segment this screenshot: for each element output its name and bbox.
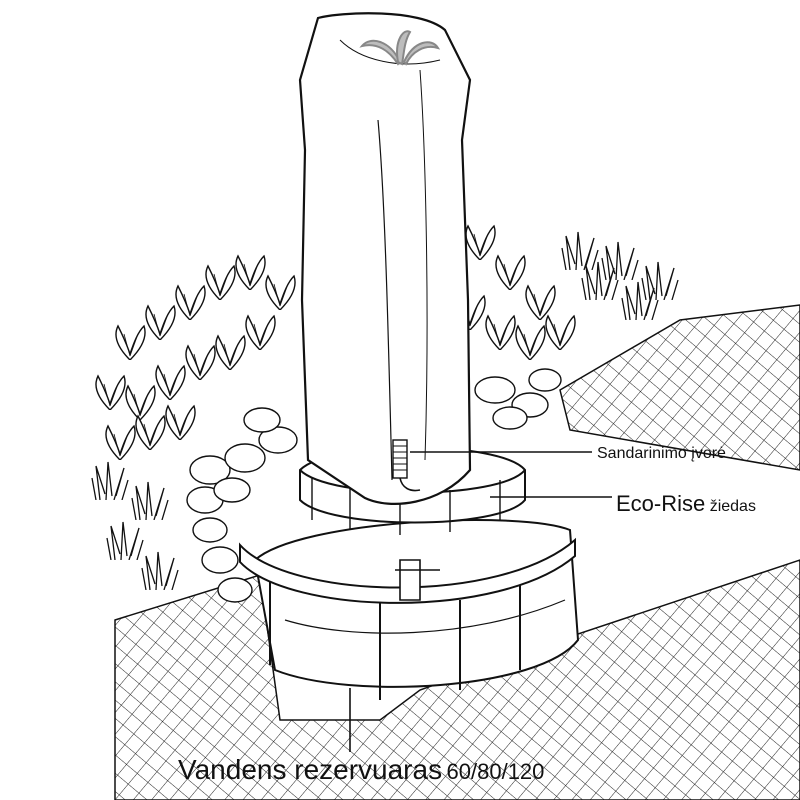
grass-tuft (141, 551, 179, 590)
leaf-cluster (485, 315, 516, 350)
label-water-reservoir: Vandens rezervuaras 60/80/120 (178, 756, 544, 784)
water-reservoir (239, 519, 580, 700)
pump-fitting (395, 559, 440, 601)
decorative-stones (186, 368, 562, 603)
grass-tuft (106, 521, 144, 560)
leaf-cluster (175, 285, 206, 320)
grass-tuft (561, 231, 599, 270)
leaf-cluster (525, 285, 556, 320)
leaf-cluster (115, 325, 146, 360)
leaf-cluster (145, 305, 176, 340)
leaf-cluster (515, 325, 546, 360)
leaf-cluster (185, 345, 216, 380)
leaf-cluster (495, 255, 526, 290)
water-jet (359, 30, 441, 66)
grass-tuft (601, 241, 639, 280)
leaf-cluster (215, 335, 246, 370)
sealing-bushing (392, 439, 421, 492)
label-eco-rise-name: Eco-Rise (616, 491, 706, 516)
leaf-cluster (545, 315, 576, 350)
label-reservoir-sizes: 60/80/120 (446, 759, 545, 784)
label-reservoir-name: Vandens rezervuaras (178, 754, 443, 785)
leaf-cluster (265, 275, 296, 310)
label-eco-rise-suffix: žiedas (709, 498, 756, 515)
monolith-stone (298, 12, 472, 505)
leaf-cluster (235, 255, 266, 290)
grass-tuft (641, 261, 679, 300)
leaf-cluster (155, 365, 186, 400)
leaf-cluster (125, 385, 156, 420)
label-eco-rise-ring: Eco-Rise žiedas (616, 493, 756, 515)
leaf-cluster (165, 405, 196, 440)
leaf-cluster (135, 415, 166, 450)
grass-tuft (91, 461, 129, 500)
leaf-cluster (105, 425, 136, 460)
label-sealing-bushing: Sandarinimo įvorė (597, 445, 726, 462)
leaf-cluster (205, 265, 236, 300)
leader-lines (349, 451, 612, 752)
grass-tuft (131, 481, 169, 520)
leaf-cluster (465, 225, 496, 260)
leaf-cluster (95, 375, 126, 410)
leaf-cluster (245, 315, 276, 350)
